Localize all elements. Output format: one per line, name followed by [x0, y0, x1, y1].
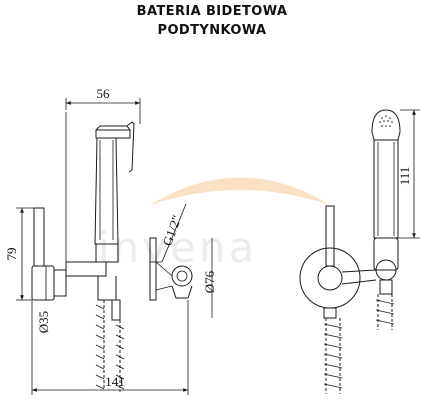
dim-diameter-body: Ø35: [36, 311, 51, 333]
dimension-o35: Ø35: [36, 266, 51, 333]
dim-height-right: 111: [397, 167, 412, 186]
dim-width-bottom: 141: [105, 374, 125, 389]
wall-box: [149, 237, 193, 301]
title-line-1: BATERIA BIDETOWA: [136, 4, 288, 19]
watermark-swoosh: [150, 177, 330, 205]
dim-diameter-rosette: Ø76: [202, 270, 217, 293]
dimension-79: 79: [4, 207, 34, 301]
dimension-111: 111: [397, 109, 420, 239]
dimension-141: 141: [31, 300, 189, 395]
side-view: [31, 112, 135, 392]
watermark-text: invena: [98, 223, 257, 272]
dim-height-left: 79: [4, 248, 19, 261]
dimension-o76: Ø76: [202, 238, 217, 318]
front-view: [299, 109, 401, 394]
dimension-56: 56: [65, 86, 141, 124]
title-line-2: PODTYNKOWA: [157, 23, 267, 38]
dim-width-top: 56: [97, 86, 111, 101]
